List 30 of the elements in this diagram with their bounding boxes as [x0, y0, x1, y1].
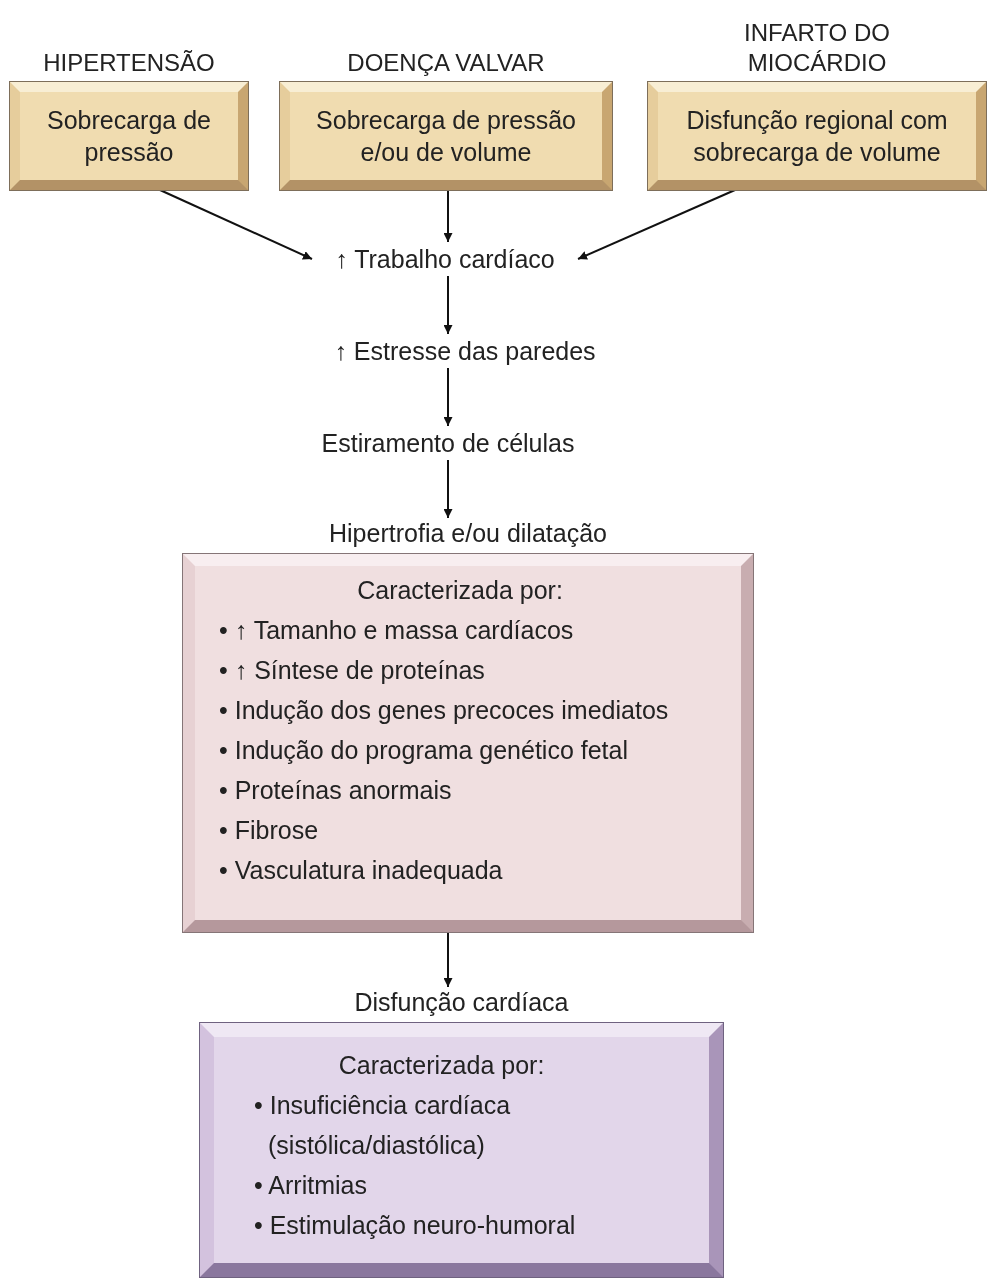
list-item-text: • ↑ Tamanho e massa cardíacos	[219, 615, 575, 646]
cause-heading: INFARTO DO MIOCÁRDIO	[743, 18, 891, 78]
list-item-text: • Vasculatura inadequada	[219, 855, 504, 886]
list-item-text: • Arritmias	[254, 1170, 368, 1201]
step-text: Estiramento de células	[321, 428, 575, 458]
box-heading: Caracterizada por:	[337, 1050, 546, 1081]
cause-heading: DOENÇA VALVAR	[347, 48, 545, 78]
box-text: Sobrecarga de pressão	[46, 105, 212, 168]
list-item-text: • Insuficiência cardíaca (sistólica/diastólica)	[254, 1090, 512, 1161]
arrow	[443, 367, 453, 427]
list-item-text: • Proteínas anormais	[219, 775, 453, 806]
box-heading: Caracterizada por:	[356, 575, 564, 606]
box-text: Disfunção regional com sobrecarga de volume	[685, 105, 949, 168]
arrow	[577, 189, 736, 260]
box-text: Sobrecarga de pressão e/ou de volume	[315, 105, 577, 168]
arrow	[159, 189, 313, 260]
step-text: ↑ Trabalho cardíaco	[335, 244, 555, 274]
arrow	[443, 931, 453, 988]
box-heading: Hipertrofia e/ou dilatação	[329, 518, 607, 548]
arrow	[443, 459, 453, 519]
cause-heading: HIPERTENSÃO	[43, 48, 215, 78]
box-heading: Disfunção cardíaca	[354, 987, 569, 1017]
list-item-text: • ↑ Síntese de proteínas	[219, 655, 486, 686]
step-text: ↑ Estresse das paredes	[334, 336, 596, 366]
list-item-text: • Indução dos genes precoces imediatos	[219, 695, 670, 726]
list-item-text: • Indução do programa genético fetal	[219, 735, 630, 766]
list-item-text: • Estimulação neuro-humoral	[254, 1210, 577, 1241]
arrow	[443, 189, 453, 243]
arrow	[443, 275, 453, 335]
list-item-text: • Fibrose	[219, 815, 320, 846]
